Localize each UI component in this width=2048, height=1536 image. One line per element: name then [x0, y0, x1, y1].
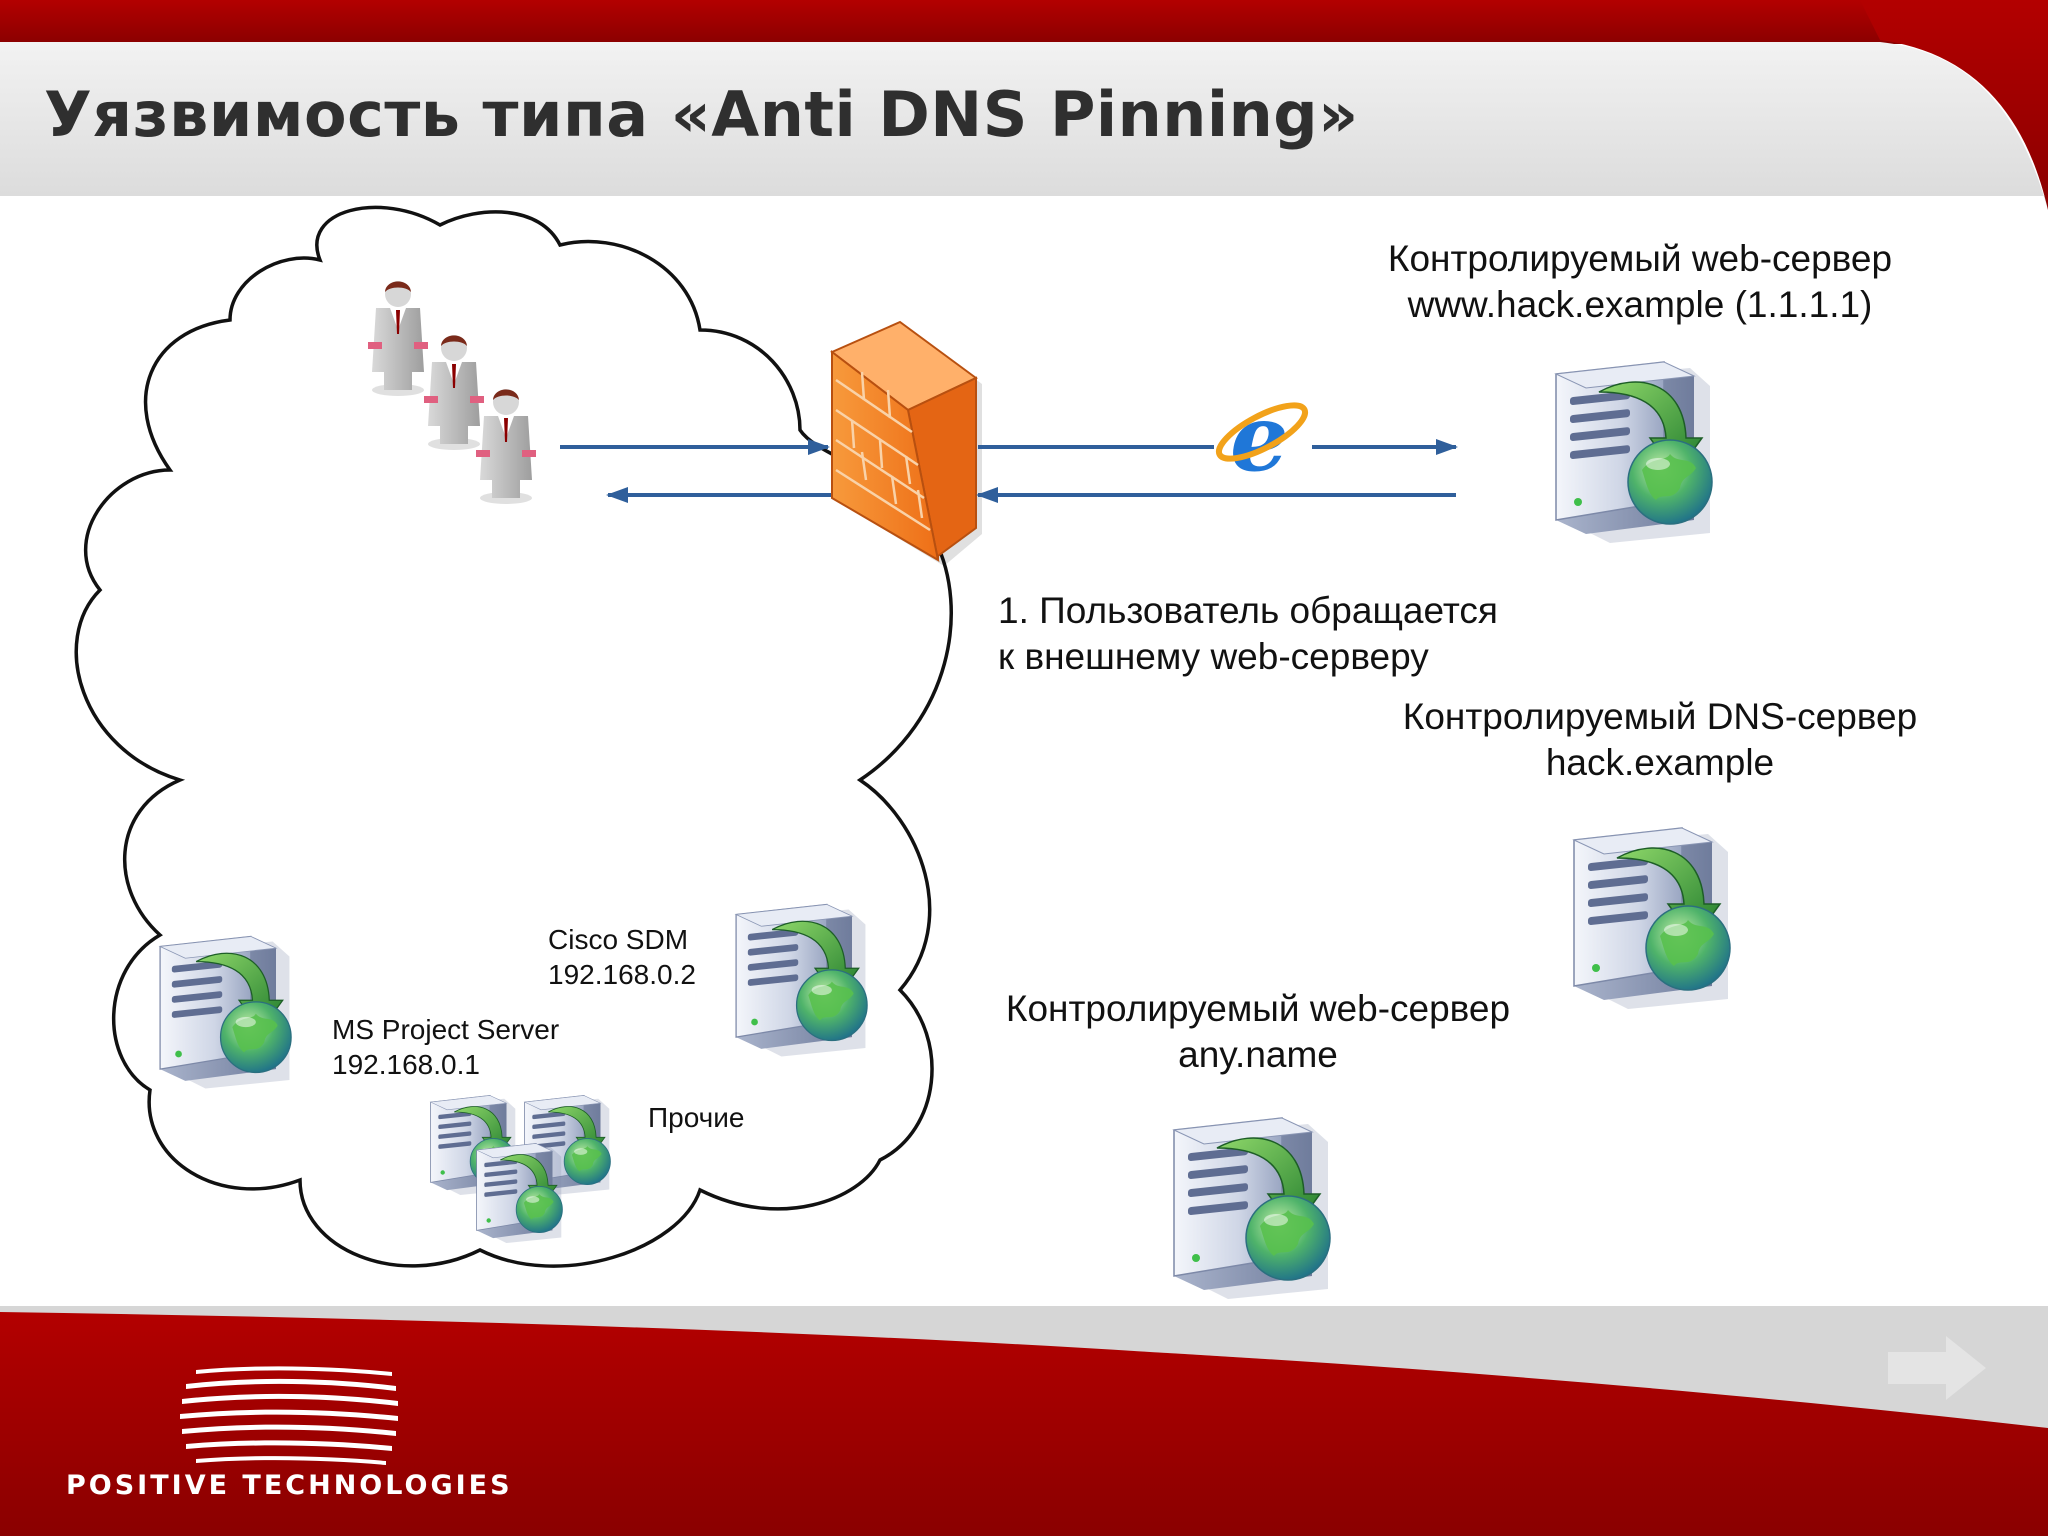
ms-project-server-icon	[159, 935, 292, 1090]
label-dns-server-line1: Контролируемый DNS-сервер	[1402, 696, 1918, 737]
title-bar	[0, 42, 2048, 210]
slide-title: Уязвимость типа «Anti DNS Pinning»	[44, 78, 1359, 151]
label-web-server-any-line2: any.name	[1178, 1034, 1338, 1076]
header-swoosh	[1860, 0, 2048, 210]
firewall-icon	[830, 320, 982, 566]
positive-technologies-logo	[180, 1366, 398, 1465]
header-red-band	[0, 0, 2048, 44]
label-step-1: 1. Пользователь обращается к внешнему we…	[998, 588, 1498, 681]
label-cisco-sdm: Cisco SDM 192.168.0.2	[548, 922, 696, 992]
next-arrow-icon[interactable]	[1888, 1336, 1986, 1400]
intranet-cloud	[74, 205, 953, 1268]
internet-explorer-icon: e	[1215, 384, 1309, 492]
footer-gray-band	[0, 1306, 2048, 1430]
label-web-server-top-line2: www.hack.example (1.1.1.1)	[1407, 284, 1873, 326]
label-others: Прочие	[648, 1102, 745, 1133]
label-cisco-sdm-line2: 192.168.0.2	[548, 959, 696, 990]
label-step-1-line2: к внешнему web-серверу	[998, 636, 1429, 678]
brand-name: POSITIVE TECHNOLOGIES	[66, 1470, 513, 1501]
label-dns-server: Контролируемый DNS-сервер hack.example	[1360, 694, 1960, 787]
dns-server-icon	[1573, 827, 1731, 1010]
label-web-server-top-line1: Контролируемый web-сервер	[1387, 238, 1893, 279]
footer-red-area	[0, 1312, 2048, 1536]
label-web-server-any: Контролируемый web-сервер any.name	[958, 986, 1558, 1079]
label-dns-server-line2: hack.example	[1545, 742, 1775, 784]
label-step-1-line1: 1. Пользователь обращается	[998, 590, 1498, 631]
web-server-icon-any-name	[1173, 1117, 1331, 1300]
next-slide-button[interactable]	[1884, 1338, 1988, 1398]
cisco-sdm-server-icon	[735, 903, 868, 1058]
label-ms-project: MS Project Server 192.168.0.1	[332, 1012, 559, 1082]
label-web-server-any-line1: Контролируемый web-сервер	[1005, 988, 1511, 1029]
label-cisco-sdm-line1: Cisco SDM	[548, 924, 689, 955]
web-server-icon-top	[1555, 361, 1713, 544]
label-ms-project-line2: 192.168.0.1	[332, 1049, 480, 1080]
label-ms-project-line1: MS Project Server	[332, 1014, 560, 1045]
label-web-server-top: Контролируемый web-сервер www.hack.examp…	[1340, 236, 1940, 329]
